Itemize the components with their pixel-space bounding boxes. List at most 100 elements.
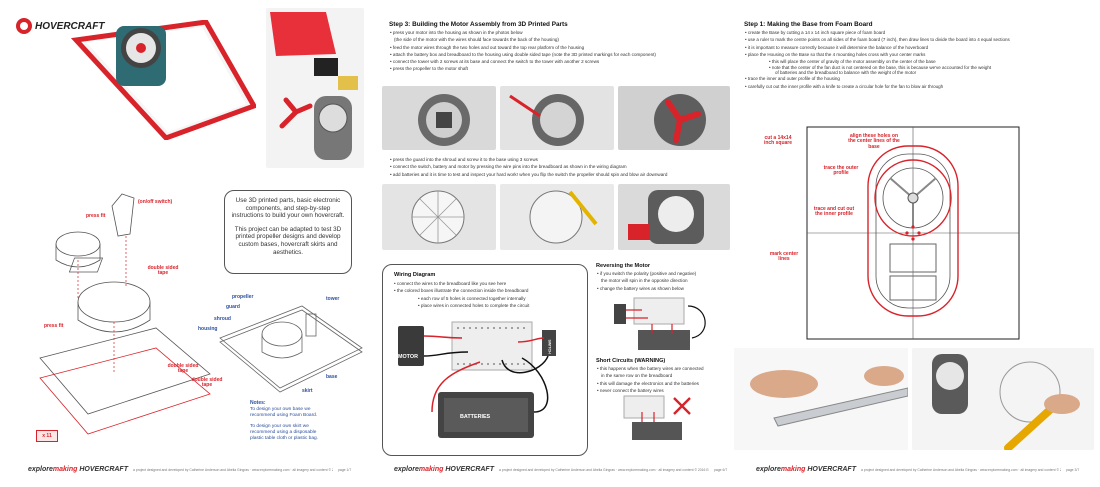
footer-brand-hovercraft: HOVERCRAFT — [79, 466, 128, 473]
short-circuit-illustration — [623, 395, 691, 440]
label-cut-square: cut a 14x14 inch square — [763, 135, 793, 147]
short-circuit-bullet: in the same row on the breadboard — [601, 373, 673, 379]
step1-bullet: note that the center of the fan duct is … — [745, 65, 1010, 70]
footer-page-number: page 3/7 — [1066, 467, 1080, 472]
footer-credit: a project designed and developed by Cath… — [861, 467, 1061, 472]
short-circuit-bullets: this happens when the battery wires are … — [597, 365, 704, 394]
step3-bullet: (the side of the motor with the wires sh… — [394, 37, 559, 43]
short-circuit-bullet: this will damage the electronics and the… — [597, 380, 704, 387]
hovercraft-logo: HOVERCRAFT — [16, 18, 104, 34]
switch-label: SWITCH — [547, 339, 552, 354]
step1-bullet: create the Base by cutting a 14 x 14 inc… — [745, 29, 1010, 36]
short-circuit-bullet: never connect the battery wires — [597, 387, 704, 394]
assembly-bullets: press the guard into the shroud and scre… — [390, 156, 668, 178]
screw-count-badge: x 11 — [36, 430, 58, 442]
assembly-bullet: connect the switch, battery and motor by… — [390, 163, 667, 170]
step3-bullet: attach the battery box and breadboard to… — [390, 51, 656, 58]
label-trace-inner: trace and cut out the inner profile — [813, 206, 855, 218]
reversing-bullet: if you switch the polarity (positive and… — [597, 270, 696, 277]
label-base: base — [326, 374, 338, 380]
motor-photo-3 — [618, 86, 730, 150]
intro-box: Use 3D printed parts, basic electronic c… — [224, 190, 352, 274]
batteries-label: BATTERIES — [460, 414, 491, 420]
label-double-sided-tape-2: double sided tape — [167, 363, 199, 375]
intro-paragraph-1: Use 3D printed parts, basic electronic c… — [231, 197, 345, 220]
guard-photo-3 — [618, 184, 730, 250]
step1-bullet: it is important to measure correctly bec… — [745, 44, 1010, 51]
label-trace-outer: trace the outer profile — [823, 165, 859, 177]
motor-label: MOTOR — [398, 354, 418, 360]
motor-photo-1 — [382, 86, 496, 150]
footer-brand-making: making — [780, 466, 806, 473]
hovercraft-photo — [70, 20, 256, 140]
footer-page-two: exploremaking HOVERCRAFT a project desig… — [394, 466, 727, 473]
footer-brand-hovercraft: HOVERCRAFT — [807, 466, 856, 473]
intro-paragraph-2: This project can be adapted to test 3D p… — [234, 225, 342, 256]
label-guard: guard — [226, 304, 240, 310]
reversing-illustration — [614, 297, 706, 350]
step3-bullet: feed the motor wires through the two hol… — [390, 44, 656, 51]
wiring-bullet: place wires in connected holes to comple… — [394, 302, 530, 309]
reversing-bullets: if you switch the polarity (positive and… — [597, 270, 696, 292]
step1-bullets: create the Base by cutting a 14 x 14 inc… — [745, 29, 1010, 90]
footer-page-number: page 1/7 — [338, 467, 352, 472]
label-center-lines: mark center lines — [769, 251, 799, 263]
step3-bullets: press your motor into the housing as sho… — [390, 29, 656, 73]
note-skirt: To design your own skirt we recommend us… — [250, 424, 318, 441]
note-base: To design your own base we recommend usi… — [250, 407, 318, 418]
wiring-bullet: connect the wires to the breadboard like… — [394, 280, 529, 287]
cutting-photo — [912, 348, 1094, 450]
step3-bullet: connect the tower with 2 screws at its b… — [390, 58, 656, 65]
label-press-fit-left: press fit — [44, 323, 64, 329]
logo-text: HOVERCRAFT — [35, 20, 105, 32]
step1-bullet: use a ruler to mark the centre points on… — [745, 36, 1010, 43]
step1-bullet: carefully cut out the inner profile with… — [745, 83, 1010, 90]
footer-brand-explore: explore — [28, 466, 53, 473]
assembled-diagram — [219, 305, 363, 393]
label-shroud: shroud — [214, 316, 231, 322]
measuring-photo — [734, 348, 908, 450]
step1-bullet: trace the inner and outer profile of the… — [745, 75, 1010, 82]
parts-photo — [266, 8, 364, 168]
footer-brand-hovercraft: HOVERCRAFT — [445, 466, 494, 473]
label-double-sided-tape-1: double sided tape — [147, 265, 179, 277]
step1-bullet: place the Housing on the Base so that th… — [745, 51, 1010, 58]
footer-brand: exploremaking HOVERCRAFT — [28, 466, 128, 473]
label-press-fit-top: press fit — [86, 213, 106, 219]
footer-brand-making: making — [418, 466, 444, 473]
footer-page-one: exploremaking HOVERCRAFT a project desig… — [28, 466, 351, 473]
wiring-title: Wiring Diagram — [394, 272, 436, 278]
exploded-view-diagram — [39, 193, 211, 435]
notes-heading: Notes: — [250, 400, 266, 406]
step1-bullet: this will place the center of gravity of… — [745, 58, 1010, 65]
label-align-holes: align these holes on the center lines of… — [848, 133, 900, 150]
assembly-bullet: press the guard into the shroud and scre… — [390, 156, 667, 163]
page-one: HOVERCRAFT — [0, 0, 372, 487]
footer-brand: exploremaking HOVERCRAFT — [394, 466, 494, 473]
screw-count: x 11 — [42, 433, 52, 439]
short-circuit-title: Short Circuits (WARNING) — [596, 358, 666, 364]
motor-photo-2 — [500, 86, 614, 150]
step1-bullet: of batteries and the breadboard to balan… — [775, 70, 917, 76]
footer-page-number: page 6/7 — [714, 467, 728, 472]
reversing-bullet: the motor will spin in the opposite dire… — [601, 278, 688, 284]
guard-photo-2 — [500, 184, 614, 250]
guard-photo-1 — [382, 184, 496, 250]
assembly-bullet: add batteries and it is time to test and… — [390, 171, 668, 178]
footer-brand-making: making — [52, 466, 78, 473]
wiring-bullet: each row of 5 holes is connected togethe… — [394, 295, 529, 302]
label-skirt: skirt — [302, 388, 313, 394]
wiring-bullet: the colored boxes illustrate the connect… — [394, 287, 529, 294]
short-circuit-bullet: this happens when the battery wires are … — [597, 365, 704, 372]
reversing-title: Reversing the Motor — [596, 263, 651, 269]
step3-bullet: press your motor into the housing as sho… — [390, 29, 656, 36]
reversing-bullet: change the battery wires as shown below — [597, 285, 696, 292]
logo-icon — [16, 18, 32, 34]
step3-title: Step 3: Building the Motor Assembly from… — [389, 21, 568, 28]
label-housing: housing — [198, 326, 218, 332]
label-tower: tower — [326, 296, 340, 302]
wiring-schematic — [398, 321, 556, 438]
footer-brand-explore: explore — [394, 466, 419, 473]
label-onoff-switch: (on/off switch) — [138, 199, 173, 205]
base-template-diagram — [806, 126, 1020, 340]
